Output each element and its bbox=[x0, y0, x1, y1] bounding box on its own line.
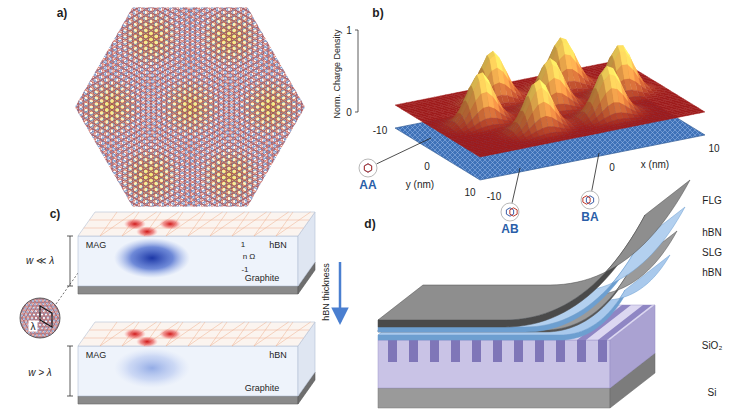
figure: a)b)Norm. Charge Density10-10010y (nm)-1… bbox=[0, 0, 739, 416]
